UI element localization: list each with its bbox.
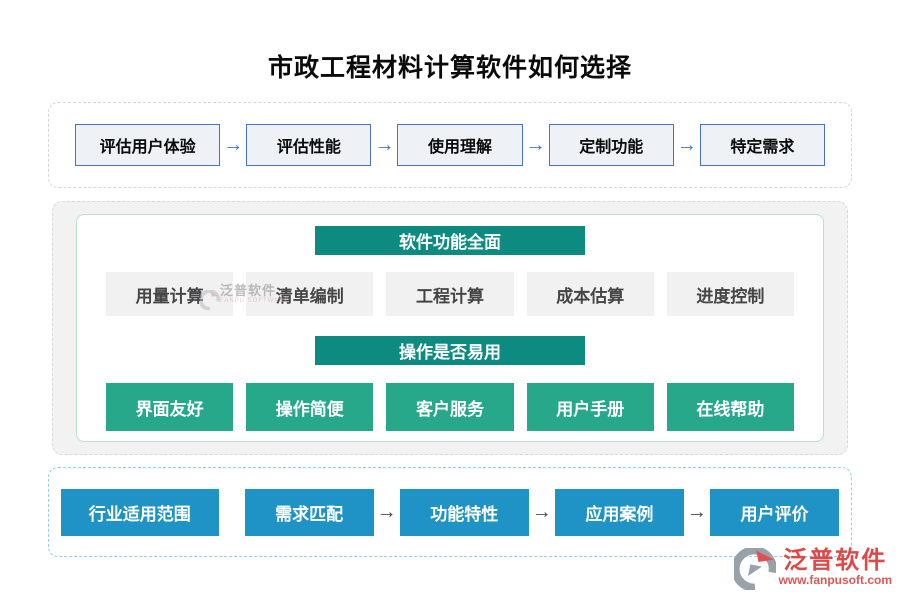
ease-friendly-ui: 界面友好 bbox=[106, 383, 234, 431]
ease-simple-operation: 操作简便 bbox=[246, 383, 374, 431]
page-title: 市政工程材料计算软件如何选择 bbox=[267, 54, 632, 82]
software-functions-row: 用量计算 清单编制 工程计算 成本估算 进度控制 bbox=[77, 272, 823, 316]
feature-panel-inner: 软件功能全面 用量计算 清单编制 工程计算 成本估算 进度控制 操作是否易用 界… bbox=[76, 214, 824, 442]
feature-cost-estimate: 成本估算 bbox=[526, 272, 654, 316]
select-industry-scope: 行业适用范围 bbox=[60, 488, 219, 536]
arrow-right-icon: → bbox=[531, 501, 552, 523]
arrow-right-icon: → bbox=[374, 134, 395, 156]
feature-panel: 软件功能全面 用量计算 清单编制 工程计算 成本估算 进度控制 操作是否易用 界… bbox=[52, 201, 848, 455]
select-user-reviews: 用户评价 bbox=[709, 488, 840, 536]
select-use-cases: 应用案例 bbox=[554, 488, 684, 536]
feature-quantity-calc: 用量计算 bbox=[106, 272, 234, 316]
selection-flow-row: 行业适用范围 需求匹配 → 功能特性 → 应用案例 → 用户评价 bbox=[60, 488, 840, 536]
arrow-right-icon: → bbox=[525, 134, 546, 156]
flow-step-performance: 评估性能 bbox=[246, 124, 372, 166]
section-header-ease-of-use: 操作是否易用 bbox=[315, 336, 585, 365]
select-needs-match: 需求匹配 bbox=[244, 488, 374, 536]
feature-engineering-calc: 工程计算 bbox=[386, 272, 514, 316]
fanpu-brand: 泛普软件 www.fanpusoft.com bbox=[734, 548, 892, 590]
ease-customer-service: 客户服务 bbox=[386, 383, 514, 431]
flow-step-user-experience: 评估用户体验 bbox=[75, 124, 221, 166]
arrow-right-icon: → bbox=[676, 134, 697, 156]
arrow-right-icon: → bbox=[376, 501, 397, 523]
arrow-right-icon: → bbox=[686, 501, 707, 523]
selection-flow-panel: 行业适用范围 需求匹配 → 功能特性 → 应用案例 → 用户评价 bbox=[48, 467, 852, 557]
brand-name: 泛普软件 bbox=[783, 547, 888, 574]
flow-step-usability-understanding: 使用理解 bbox=[397, 124, 523, 166]
select-feature-traits: 功能特性 bbox=[399, 488, 529, 536]
brand-url: www.fanpusoft.com bbox=[778, 573, 892, 588]
section-header-software-functions: 软件功能全面 bbox=[315, 226, 585, 255]
ease-user-manual: 用户手册 bbox=[526, 383, 654, 431]
feature-progress-control: 进度控制 bbox=[666, 272, 795, 316]
flow-step-specific-needs: 特定需求 bbox=[699, 124, 825, 166]
flow-step-custom-functions: 定制功能 bbox=[548, 124, 674, 166]
evaluation-flow-panel: 评估用户体验 → 评估性能 → 使用理解 → 定制功能 → 特定需求 bbox=[48, 102, 852, 188]
ease-online-help: 在线帮助 bbox=[666, 383, 795, 431]
arrow-right-icon: → bbox=[223, 134, 244, 156]
evaluation-flow-row: 评估用户体验 → 评估性能 → 使用理解 → 定制功能 → 特定需求 bbox=[75, 124, 825, 166]
feature-list-compilation: 清单编制 bbox=[246, 272, 374, 316]
ease-of-use-row: 界面友好 操作简便 客户服务 用户手册 在线帮助 bbox=[77, 383, 823, 431]
fanpu-logo-icon bbox=[734, 548, 777, 590]
